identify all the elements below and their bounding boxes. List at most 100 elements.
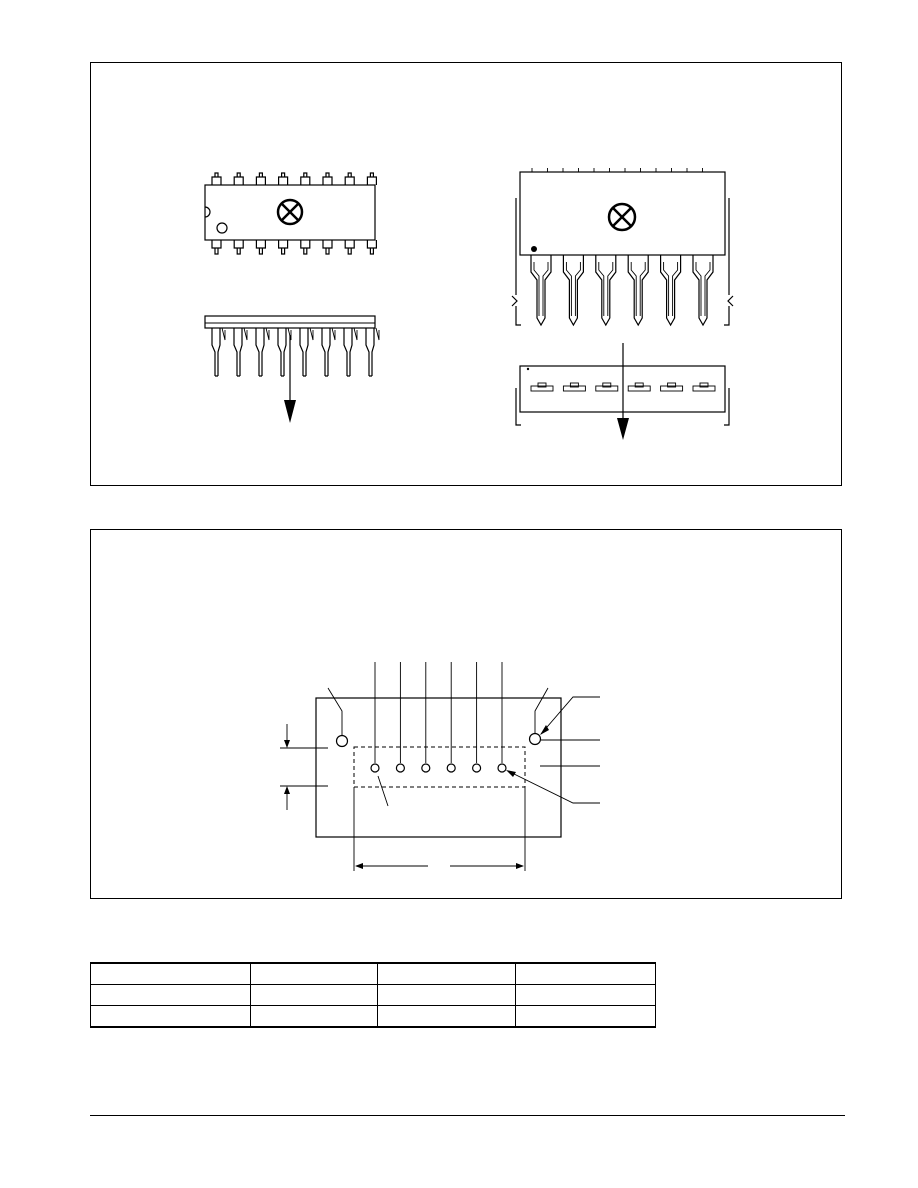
pin-hole [472,763,482,773]
zip-insertion-arrow-icon [617,343,629,440]
zip-side-pad [595,385,619,392]
table-cell [250,984,378,1006]
zip-lead [595,255,617,327]
zip-lead [692,255,714,327]
zip-lead [627,255,649,327]
zip-lead-inner [630,262,646,316]
component-outline-dashed [353,746,526,788]
zip-lead [660,255,682,327]
dip-pin [344,172,355,185]
dip-lead [277,328,287,377]
table-cell [90,984,251,1006]
dip-pin [322,172,333,185]
dip-pin [278,240,289,255]
dip-lead [343,328,353,377]
dip-lead [321,328,331,377]
dip-pin [366,172,377,185]
table-cell [515,984,656,1006]
dip-pin [300,172,311,185]
zip-side-pad [627,385,651,392]
dip-side-leads [211,327,380,377]
table-cell [90,1005,251,1028]
dip-lead [365,328,375,377]
table-header-row [90,962,656,985]
zip-side-pad-top [634,382,644,388]
spec-table [90,962,656,1028]
pin1-dot-icon [531,246,537,252]
zip-side-view [515,343,730,440]
dip-insertion-arrow-icon [284,335,296,423]
footer-rule [90,1115,845,1116]
table-cell [515,1005,656,1028]
zip-lead [562,255,584,327]
zip-side-pad-top [699,382,709,388]
dip-pin [366,240,377,255]
dip-lead-bend [265,327,270,341]
dip-pin [211,240,222,255]
zip-side-pad [562,385,586,392]
zip-side-pad-top [667,382,677,388]
dip-pin [255,172,266,185]
board-outline [315,697,562,838]
table-cell [90,962,251,985]
zip-lead-inner [565,262,581,316]
dip-lead-bend [243,327,248,341]
pin-holes [370,662,507,773]
dip-lead [211,328,221,377]
dip-top-view [204,172,377,255]
zip-side-pad [660,385,684,392]
table-cell [250,962,378,985]
zip-lead [530,255,552,327]
pin-hole [497,763,507,773]
dip-lead [255,328,265,377]
dip-lead-bend [353,327,358,341]
table-row [90,1005,656,1028]
zip-side-mark-icon [526,367,530,371]
dip-pin [300,240,311,255]
table-cell [377,962,516,985]
mounting-hole-left [335,734,349,748]
pcb-layout-figure [90,529,842,899]
dip-lead-bend [287,327,292,341]
dip-lead-bend [221,327,226,341]
dip-pin [233,240,244,255]
pin-hole [421,763,431,773]
zip-side-pad-top [569,382,579,388]
table-cell [377,984,516,1006]
dip-pin [233,172,244,185]
pin-hole [446,763,456,773]
orientation-mark-icon [276,198,304,226]
zip-lead-inner [598,262,614,316]
table-row [90,984,656,1006]
zip-side-pad-top [602,382,612,388]
zip-lead-inner [695,262,711,316]
zip-lead-inner [533,262,549,316]
pin1-marker-icon [216,222,228,234]
zip-leads [530,255,714,327]
zip-side-pad [530,385,554,392]
pin-hole [395,763,405,773]
dip-top-pins-upper [211,172,377,185]
dip-lead-bend [331,327,336,341]
dip-lead-bend [309,327,314,341]
package-views-figure [90,62,842,486]
zip-lead-inner [663,262,679,316]
zip-side-pad-top [537,382,547,388]
pcb-layout-drawing [280,662,600,871]
dip-top-pins-lower [211,240,377,255]
dip-pin [211,172,222,185]
dip-pin [344,240,355,255]
dip-pin [278,172,289,185]
zip-top-ticks [531,168,703,172]
dip-lead [299,328,309,377]
table-cell [250,1005,378,1028]
zip-top-view [511,168,734,327]
dip-lead [233,328,243,377]
mounting-hole-right [528,732,542,746]
pin-hole [370,763,380,773]
dip-pin [255,240,266,255]
table-cell [515,962,656,985]
orientation-mark-icon [607,202,637,232]
